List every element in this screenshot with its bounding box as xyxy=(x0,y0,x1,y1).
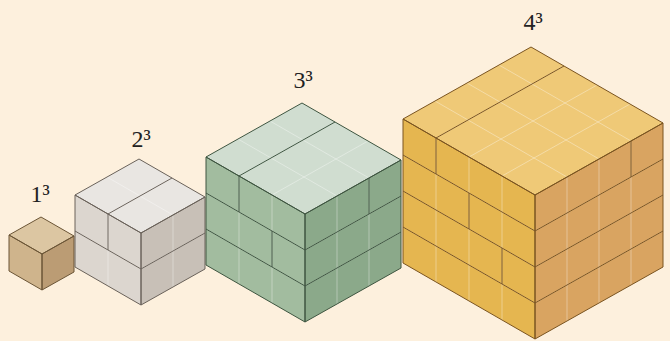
unit-grid-line xyxy=(337,196,338,304)
block-seam xyxy=(305,196,401,250)
unit-grid-line xyxy=(369,178,370,286)
cube-top-face xyxy=(206,103,401,214)
unit-grid-line xyxy=(108,214,109,286)
block-seam xyxy=(469,193,470,229)
block-seam xyxy=(206,193,305,250)
unit-grid-line xyxy=(239,176,240,284)
unit-grid-line xyxy=(403,155,535,231)
cube-top-face xyxy=(75,159,205,233)
block-seam xyxy=(108,214,109,250)
cube xyxy=(75,159,205,305)
block-seam xyxy=(239,176,240,212)
unit-grid-line xyxy=(272,195,273,303)
cube-label: 2³ xyxy=(131,127,150,151)
cube-edge xyxy=(403,119,535,339)
unit-grid-line xyxy=(467,83,599,159)
cube-edge xyxy=(206,157,305,322)
unit-grid-line xyxy=(108,178,172,214)
unit-grid-line xyxy=(502,176,503,320)
cube-edge xyxy=(75,159,205,233)
cube-label: 4³ xyxy=(523,10,542,34)
cube-edge xyxy=(42,236,74,290)
unit-grid-line xyxy=(436,66,564,138)
block-seam xyxy=(403,191,535,267)
cube-edge xyxy=(9,217,74,254)
cube-top-face xyxy=(403,47,663,195)
cube xyxy=(403,47,663,339)
unit-grid-line xyxy=(141,233,205,269)
cube-top-face xyxy=(9,217,74,254)
block-seam xyxy=(206,229,305,286)
cube-edge xyxy=(403,47,663,195)
cube-label: 3³ xyxy=(293,68,312,92)
unit-grid-line xyxy=(270,121,369,178)
cube-edge xyxy=(305,160,401,322)
block-seam xyxy=(369,178,370,214)
block-seam xyxy=(272,231,273,267)
unit-grid-line xyxy=(305,232,401,286)
unit-grid-line xyxy=(469,157,470,301)
unit-grid-line xyxy=(499,65,631,141)
unit-grid-line xyxy=(305,196,401,250)
block-seam xyxy=(436,66,564,138)
cube-label: 1³ xyxy=(30,182,49,206)
cube-edge xyxy=(535,123,663,339)
block-seam xyxy=(305,232,401,286)
block-seam xyxy=(631,141,632,177)
unit-grid-line xyxy=(206,193,305,250)
block-seam xyxy=(436,138,437,174)
block-seam xyxy=(535,231,663,303)
block-seam xyxy=(535,195,663,267)
unit-grid-line xyxy=(238,139,337,196)
unit-grid-line xyxy=(206,229,305,286)
block-seam xyxy=(403,227,535,303)
block-seam xyxy=(535,159,663,231)
unit-grid-line xyxy=(107,177,173,215)
cube-edge xyxy=(206,103,401,214)
unit-grid-line xyxy=(535,159,663,231)
block-seam xyxy=(108,178,172,214)
unit-grid-line xyxy=(403,191,535,267)
block-seam xyxy=(502,248,503,284)
cube xyxy=(206,103,401,322)
cube-edge xyxy=(141,197,205,305)
cube-edge xyxy=(9,235,42,290)
block-seam xyxy=(403,155,535,231)
cube-edge xyxy=(75,195,141,305)
block-seam xyxy=(141,233,205,269)
unit-grid-line xyxy=(535,195,663,267)
cube xyxy=(9,217,74,290)
